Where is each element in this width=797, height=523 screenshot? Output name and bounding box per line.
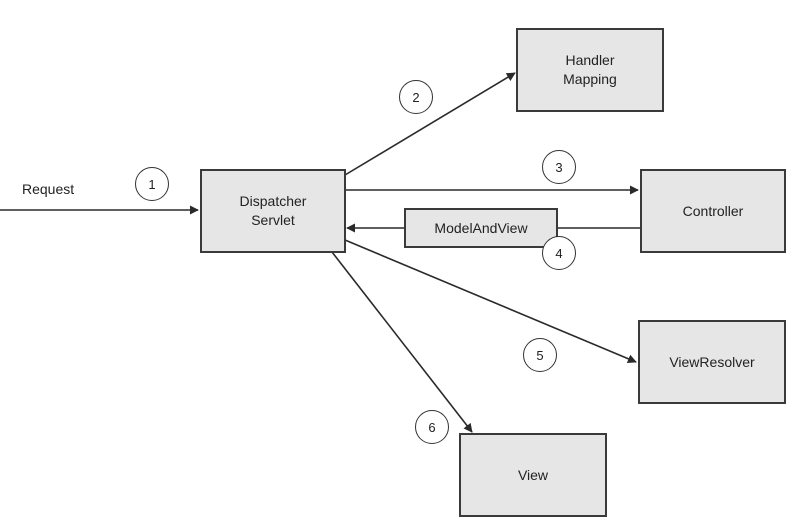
step-6-badge: 6: [415, 410, 449, 444]
step-5-badge: 5: [523, 338, 557, 372]
arrow-to-view: [331, 251, 473, 433]
step-3-badge: 3: [542, 150, 576, 184]
dispatcher-line-2: Servlet: [251, 212, 295, 228]
request-label: Request: [22, 181, 75, 197]
arrow-to-handler-mapping: [344, 72, 516, 176]
step-2-badge: 2: [399, 80, 433, 114]
view-box: View: [459, 433, 607, 517]
arrow-to-view-resolver: [344, 239, 637, 364]
view-label: View: [517, 466, 549, 483]
view-resolver-box: ViewResolver: [638, 320, 786, 404]
dispatcher-line-1: Dispatcher: [239, 193, 307, 209]
step-1-badge: 1: [135, 167, 169, 201]
model-and-view-box: ModelAndView: [404, 208, 558, 248]
controller-label: Controller: [682, 202, 744, 219]
handler-mapping-line-2: Mapping: [563, 71, 617, 87]
model-and-view-label: ModelAndView: [434, 219, 528, 236]
view-resolver-label: ViewResolver: [669, 353, 755, 370]
controller-box: Controller: [640, 169, 786, 253]
handler-mapping-box: Handler Mapping: [516, 28, 664, 112]
handler-mapping-line-1: Handler: [565, 52, 615, 68]
dispatcher-servlet-box: Dispatcher Servlet: [200, 169, 346, 253]
step-4-badge: 4: [542, 236, 576, 270]
